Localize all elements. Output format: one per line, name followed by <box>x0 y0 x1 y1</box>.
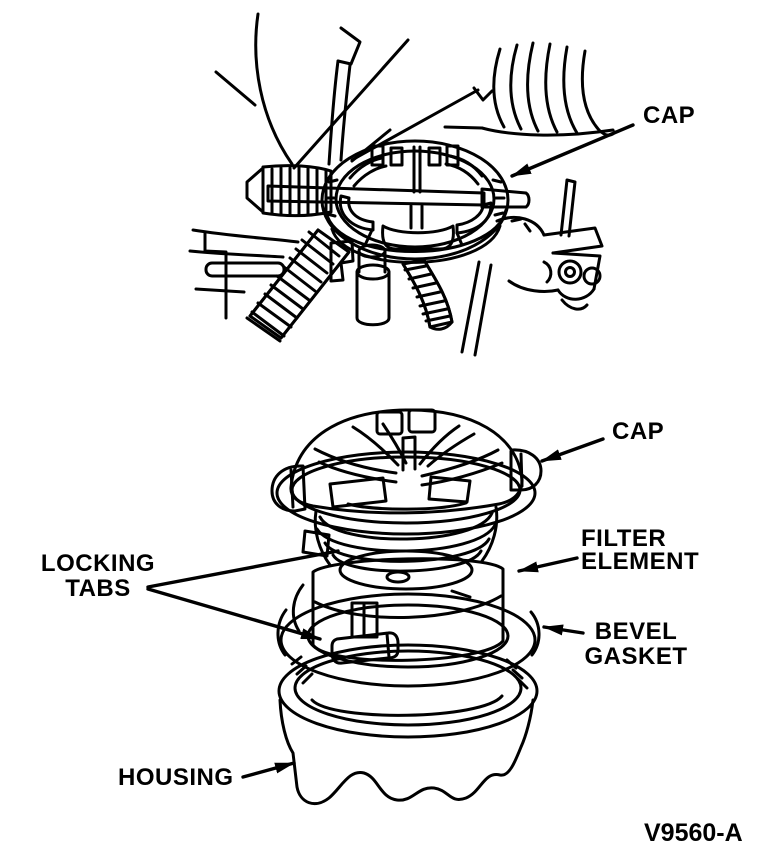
cap-removal-tool <box>245 164 531 218</box>
filter-element-label-line1: FILTER <box>581 525 667 552</box>
cap-label-exploded: CAP <box>612 418 665 445</box>
installed-view-illustration <box>188 12 617 357</box>
filter-element-part <box>311 557 505 662</box>
engine-background <box>188 12 617 357</box>
locking-tabs-label-line2: TABS <box>65 575 131 602</box>
housing-part <box>277 643 539 806</box>
bevel-gasket-label-line1: BEVEL <box>594 618 678 645</box>
locking-tabs-label: LOCKING TABS <box>38 551 158 601</box>
filter-element-label: FILTER ELEMENT <box>581 525 700 575</box>
filter-element-label-line2: ELEMENT <box>581 548 700 575</box>
hoses-and-fittings <box>245 228 454 343</box>
bevel-gasket-label-line2: GASKET <box>584 643 688 670</box>
cap-label-installed: CAP <box>643 102 696 129</box>
locking-tabs-label-line1: LOCKING <box>40 550 156 577</box>
cap-exploded <box>270 408 543 536</box>
housing-label: HOUSING <box>118 764 234 791</box>
locking-tab-part <box>330 601 400 665</box>
bevel-gasket-label: BEVEL GASKET <box>584 619 688 669</box>
exploded-view-illustration <box>270 408 543 806</box>
bevel-gasket-part <box>276 583 541 688</box>
figure-code: V9560-A <box>644 819 743 847</box>
